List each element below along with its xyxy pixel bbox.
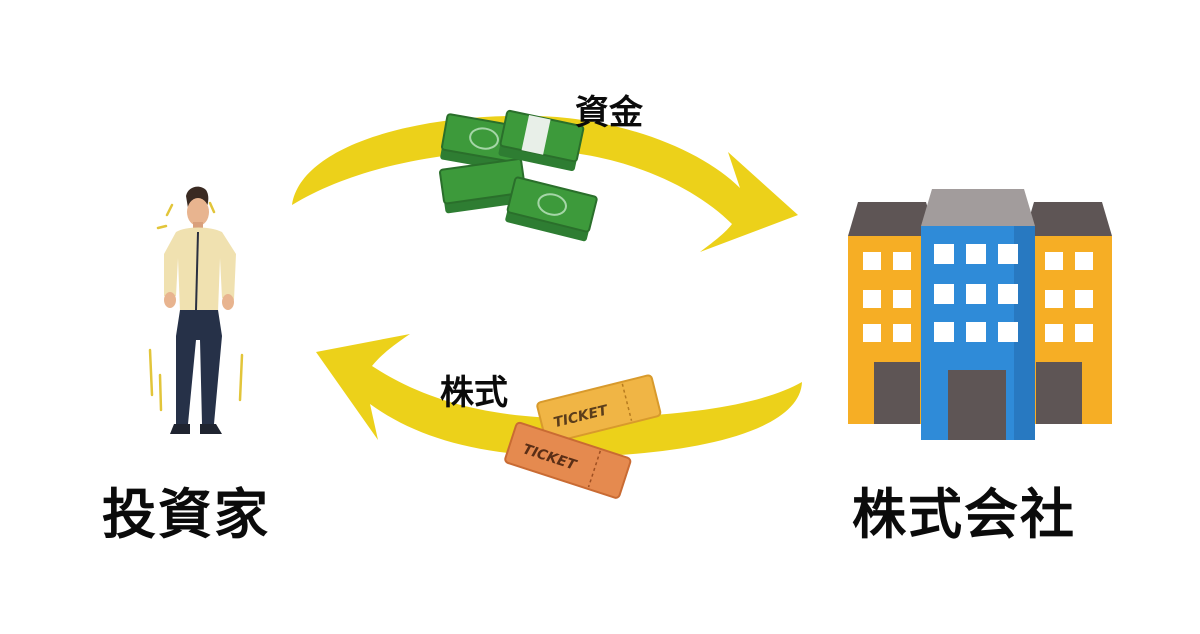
stock-arrow <box>316 334 802 457</box>
investor-label: 投資家 <box>102 483 270 546</box>
funds-arrow <box>292 115 798 252</box>
man-standing-icon <box>148 186 244 434</box>
stock-label: 株式 <box>440 373 508 413</box>
company-label: 株式会社 <box>852 483 1076 546</box>
ticket-icon: TICKET TICKET <box>504 374 662 499</box>
funds-label: 資金 <box>575 93 643 133</box>
office-building-icon <box>848 189 1112 440</box>
yen-banknotes-icon <box>439 109 598 242</box>
